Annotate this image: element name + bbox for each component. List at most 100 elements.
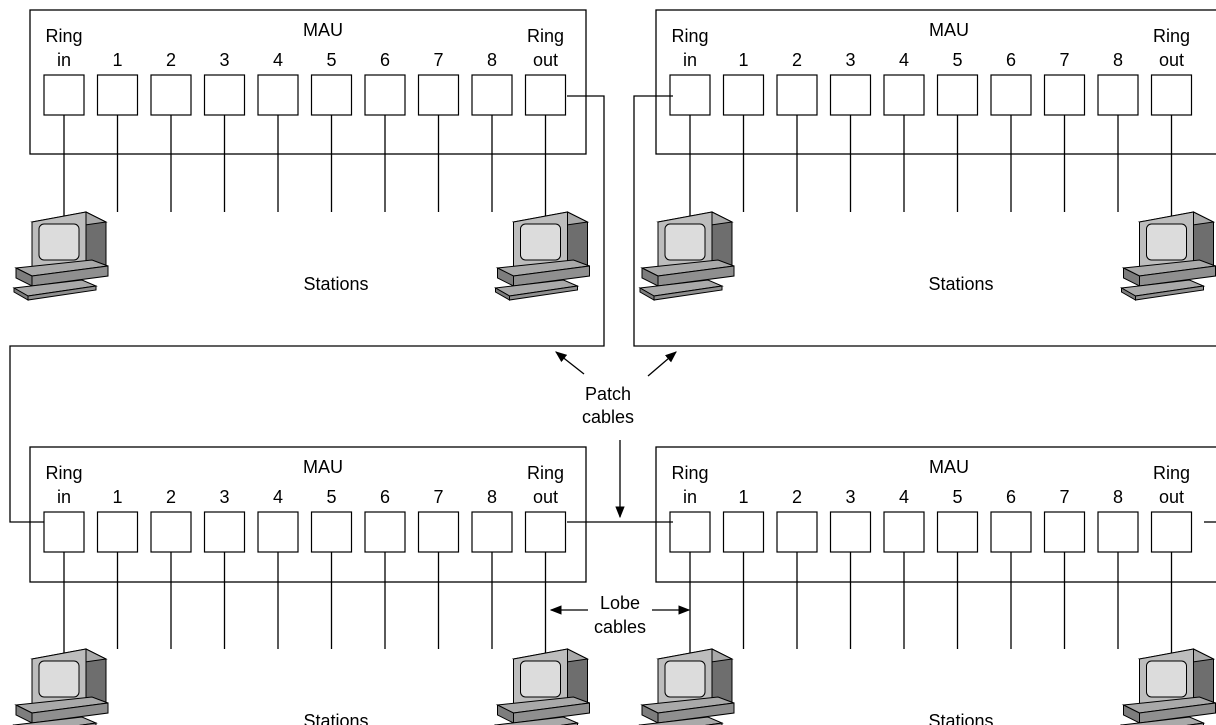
port-4: [257, 511, 299, 553]
port-4: [883, 511, 925, 553]
port-number-label: 1: [738, 50, 748, 70]
port-5: [936, 511, 979, 553]
ring-in-label-bottom: in: [683, 50, 697, 70]
port-5: [310, 74, 353, 116]
ring-in-label-top: Ring: [45, 463, 82, 483]
ring-in-label-bottom: in: [683, 487, 697, 507]
port-number-label: 2: [792, 487, 802, 507]
stations-label: Stations: [928, 274, 993, 294]
port-number-label: 5: [326, 50, 336, 70]
ring-out-port: [524, 74, 567, 116]
patch-cables-label-line1: Patch: [585, 384, 631, 404]
port-number-label: 5: [952, 487, 962, 507]
port-6: [990, 74, 1032, 116]
port-8: [1097, 74, 1139, 116]
patch-cable-top-right-to-bottom-right: [633, 95, 1216, 347]
ring-in-port: [669, 511, 711, 553]
port-number-label: 6: [1006, 50, 1016, 70]
patch-cables-label-line2: cables: [582, 407, 634, 427]
ring-in-label-top: Ring: [671, 26, 708, 46]
port-number-label: 2: [166, 487, 176, 507]
port-8: [471, 74, 513, 116]
port-3: [829, 511, 872, 553]
port-number-label: 3: [219, 50, 229, 70]
port-number-label: 1: [738, 487, 748, 507]
station-computer-right-icon: [1121, 648, 1216, 725]
port-4: [257, 74, 299, 116]
station-computer-right-icon: [495, 648, 590, 725]
port-8: [1097, 511, 1139, 553]
ring-out-label-top: Ring: [1153, 463, 1190, 483]
patch-arrow-left: [555, 351, 585, 375]
ring-in-port: [669, 74, 711, 116]
port-2: [776, 74, 818, 116]
ring-out-label-top: Ring: [527, 463, 564, 483]
port-7: [1043, 511, 1086, 553]
patch-cable-top-left-to-bottom-left: [9, 95, 605, 523]
port-number-label: 4: [899, 487, 909, 507]
ring-out-label-bottom: out: [533, 487, 558, 507]
port-1: [722, 511, 765, 553]
port-2: [776, 511, 818, 553]
mau-title: MAU: [303, 457, 343, 477]
port-number-label: 5: [326, 487, 336, 507]
port-4: [883, 74, 925, 116]
port-number-label: 6: [380, 50, 390, 70]
station-computer-left-icon: [13, 211, 109, 301]
ring-out-label-bottom: out: [1159, 50, 1184, 70]
port-1: [96, 74, 139, 116]
lobe-cables-label-line2: cables: [594, 617, 646, 637]
ring-in-label-bottom: in: [57, 487, 71, 507]
ring-out-label-bottom: out: [1159, 487, 1184, 507]
ring-out-port: [1150, 74, 1193, 116]
ring-in-label-top: Ring: [45, 26, 82, 46]
ring-in-label-bottom: in: [57, 50, 71, 70]
port-number-label: 4: [899, 50, 909, 70]
port-number-label: 6: [1006, 487, 1016, 507]
lobe-cables-callout: Lobe cables: [549, 593, 691, 637]
port-number-label: 8: [487, 487, 497, 507]
stations-label: Stations: [928, 711, 993, 725]
port-number-label: 7: [1059, 487, 1069, 507]
port-3: [203, 511, 246, 553]
port-2: [150, 511, 192, 553]
mau-title: MAU: [303, 20, 343, 40]
patch-cables-callout: Patch cables: [555, 351, 677, 519]
port-7: [417, 74, 460, 116]
patch-arrow-right: [647, 351, 677, 377]
port-number-label: 4: [273, 487, 283, 507]
ring-in-port: [43, 511, 85, 553]
ring-in-port: [43, 74, 85, 116]
port-8: [471, 511, 513, 553]
ring-out-port: [1150, 511, 1193, 553]
ring-in-label-top: Ring: [671, 463, 708, 483]
port-3: [829, 74, 872, 116]
ring-out-label-top: Ring: [1153, 26, 1190, 46]
port-number-label: 5: [952, 50, 962, 70]
ring-out-port: [524, 511, 567, 553]
station-computer-left-icon: [639, 211, 735, 301]
patch-cables: [9, 95, 1216, 523]
port-number-label: 1: [112, 487, 122, 507]
port-number-label: 6: [380, 487, 390, 507]
stations-label: Stations: [303, 711, 368, 725]
port-number-label: 3: [219, 487, 229, 507]
station-computer-left-icon: [639, 648, 735, 725]
port-5: [936, 74, 979, 116]
port-7: [1043, 74, 1086, 116]
lobe-cables-label-line1: Lobe: [600, 593, 640, 613]
port-number-label: 3: [845, 487, 855, 507]
port-number-label: 7: [1059, 50, 1069, 70]
port-6: [364, 74, 406, 116]
port-number-label: 2: [166, 50, 176, 70]
port-1: [722, 74, 765, 116]
port-3: [203, 74, 246, 116]
port-number-label: 8: [1113, 487, 1123, 507]
port-number-label: 2: [792, 50, 802, 70]
port-number-label: 1: [112, 50, 122, 70]
